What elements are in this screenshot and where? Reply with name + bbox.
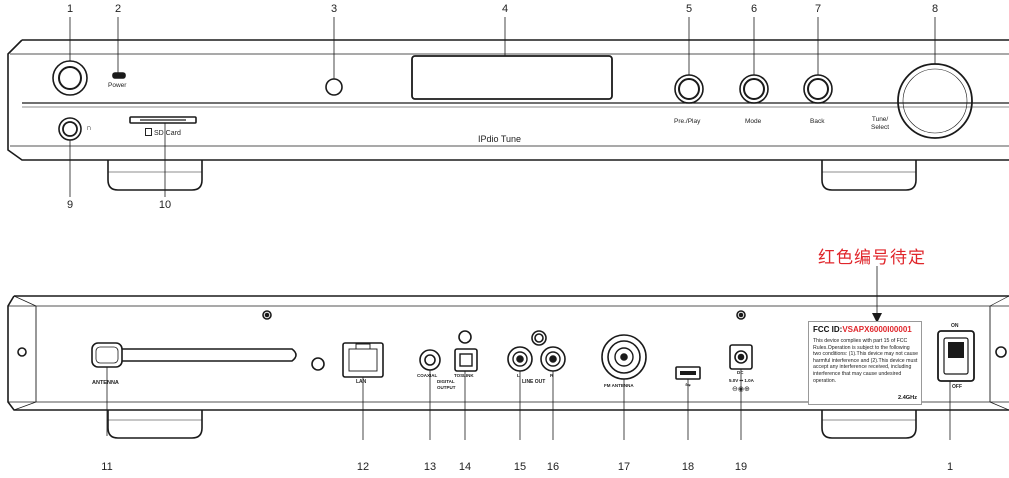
rear-screw-right [995, 346, 1007, 358]
digital-label: DIGITAL [437, 379, 455, 384]
toslink-label: TOSLINK [454, 373, 474, 378]
fcc-statement: This device complies with part 15 of FCC… [813, 338, 918, 384]
output-label: OUTPUT [437, 385, 456, 390]
r-label: R [550, 373, 554, 378]
rear-screw-mid [311, 357, 325, 371]
callout-19: 19 [734, 461, 748, 473]
callout-8: 8 [931, 3, 939, 15]
callout-13: 13 [423, 461, 437, 473]
callout-17: 17 [617, 461, 631, 473]
power-led [112, 72, 126, 79]
fcc-label: FCC ID:VSAPX6000I00001 This device compl… [808, 321, 922, 405]
front-foot-right [821, 160, 917, 191]
callout-16: 16 [546, 461, 560, 473]
callout-14: 14 [458, 461, 472, 473]
fm-antenna-label: FM ANTENNA [604, 383, 634, 388]
tune-select-knob [897, 63, 973, 139]
lan-label: LAN [356, 379, 367, 385]
sd-card-slot [129, 116, 197, 124]
device-name-label: IPdio Tune [478, 134, 522, 144]
front-panel-outline [7, 39, 1009, 161]
rear-foot-left [107, 410, 203, 439]
rear-foot-right [821, 410, 917, 439]
callout-2: 2 [114, 3, 122, 15]
off-label: OFF [952, 384, 962, 390]
callout-15: 15 [513, 461, 527, 473]
front-foot-left [107, 160, 203, 191]
toslink-port [454, 348, 478, 372]
lineout-label: LINE OUT [522, 379, 546, 385]
callout-3: 3 [330, 3, 338, 15]
sd-card-icon [145, 128, 152, 136]
fcc-title: FCC ID:VSAPX6000I00001 [813, 325, 912, 334]
lineout-top-jack [531, 330, 547, 346]
fcc-frequency: 2.4GHz [898, 395, 917, 401]
dc-polarity-icon: ⊖◉⊕ [732, 386, 750, 393]
power-label: Power [108, 82, 127, 89]
power-switch [937, 330, 975, 382]
coaxial-label: COAXIAL [417, 373, 438, 378]
dc-rating-label: 5.0V ⎓ 1.0A [729, 378, 754, 383]
callout-5: 5 [685, 3, 693, 15]
dc-label: DC [737, 370, 744, 375]
red-numbering-note: 红色编号待定 [818, 248, 926, 268]
callout-1-rear: 1 [946, 461, 954, 473]
coaxial-jack [419, 349, 441, 371]
rear-screw-top1 [262, 310, 272, 320]
rear-screw-top2 [736, 310, 746, 320]
headphone-icon: ∩ [86, 123, 92, 132]
callout-7: 7 [814, 3, 822, 15]
back-label: Back [810, 118, 825, 125]
usb-icon: ⇋ [685, 382, 691, 389]
callout-10: 10 [158, 199, 172, 211]
l-label: L [517, 373, 520, 378]
fcc-id: VSAPX6000I00001 [842, 325, 912, 334]
on-label: ON [951, 323, 959, 329]
rear-screw-left [17, 347, 27, 357]
callout-6: 6 [750, 3, 758, 15]
callout-11: 11 [101, 461, 113, 473]
antenna-label: ANTENNA [92, 380, 119, 386]
callout-18: 18 [681, 461, 695, 473]
sd-card-label: SD Card [145, 128, 181, 137]
display-window [411, 55, 613, 100]
callout-4: 4 [501, 3, 509, 15]
mode-label: Mode [745, 118, 762, 125]
callout-1: 1 [66, 3, 74, 15]
tune-select-label: Tune/Select [871, 116, 890, 131]
preset-play-label: Pre./Play [674, 118, 701, 125]
ir-sensor [325, 78, 343, 96]
wifi-antenna-rod [122, 348, 297, 362]
callout-12: 12 [356, 461, 370, 473]
rear-screw-digital [458, 330, 472, 344]
callout-9: 9 [66, 199, 74, 211]
